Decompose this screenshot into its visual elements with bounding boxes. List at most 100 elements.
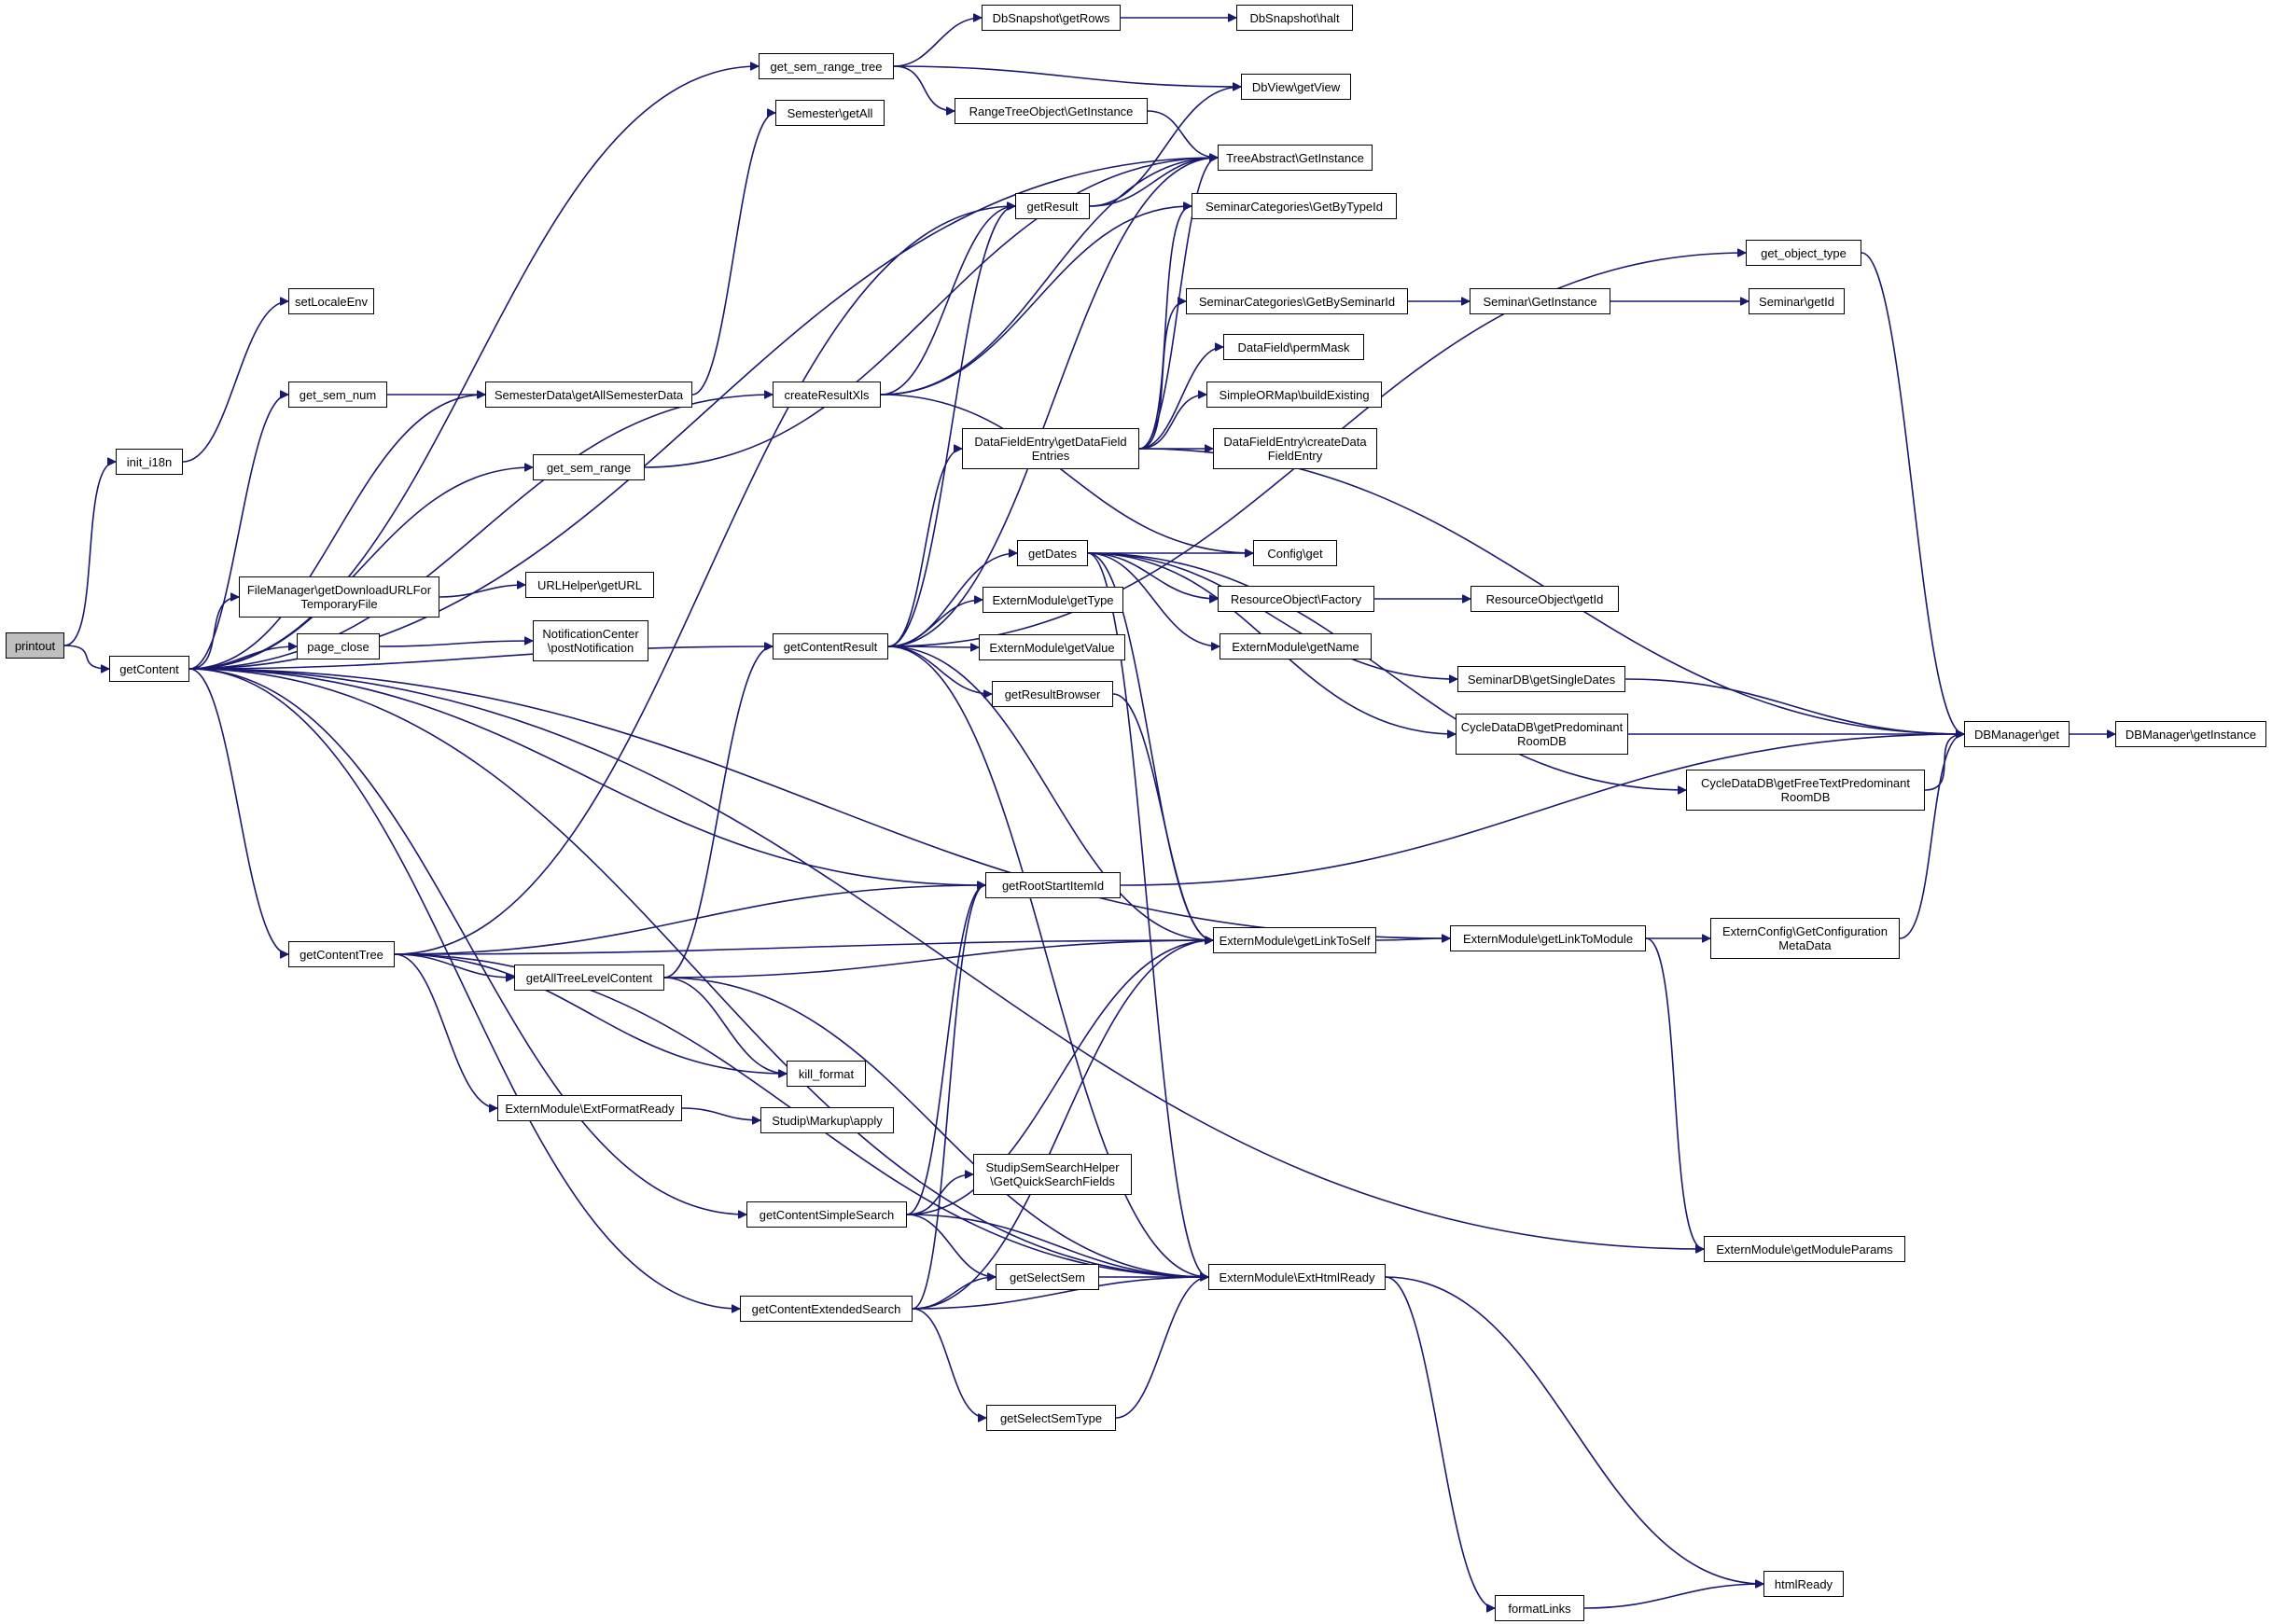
edge-getContentExtendedSearch-to-getRootStartItemId (912, 885, 986, 1310)
node-externmodule-getvalue[interactable]: ExternModule\getValue (979, 634, 1125, 660)
node-resourceobject-getid[interactable]: ResourceObject\getId (1471, 586, 1619, 612)
node-seminarcategories-getbyseminarid[interactable]: SeminarCategories\GetBySeminarId (1186, 288, 1408, 314)
node-datafieldentry-createdatafieldentry[interactable]: DataFieldEntry\createData FieldEntry (1213, 428, 1377, 469)
edge-RangeTreeObject-to-TreeAbstract (1147, 110, 1218, 158)
edge-getDates-to-SeminarDB (1087, 552, 1457, 679)
node-printout[interactable]: printout (6, 632, 64, 659)
node-urlhelper-geturl[interactable]: URLHelper\getURL (525, 572, 654, 598)
node-getcontentsimplesearch[interactable]: getContentSimpleSearch (746, 1201, 907, 1228)
edge-getResultBrowser-to-ExternModule_getLinkToSelf (1112, 693, 1214, 940)
node-createresultxls[interactable]: createResultXls (773, 382, 881, 408)
edge-getAllTreeLevelContent-to-kill_format (663, 977, 787, 1074)
node-getcontentextendedsearch[interactable]: getContentExtendedSearch (740, 1296, 913, 1322)
edge-ExternModule_getLinkToSelf-to-ExternModule_getLinkToModule (1375, 938, 1450, 940)
node-seminar-getid[interactable]: Seminar\getId (1749, 288, 1845, 314)
node-notificationcenter-postnotification[interactable]: NotificationCenter \postNotification (533, 620, 648, 661)
node-setlocaleenv[interactable]: setLocaleEnv (288, 288, 374, 314)
edge-getDates-to-CycleDataDB_getFree (1087, 552, 1686, 790)
edge-getContentSimpleSearch-to-getSelectSem (906, 1214, 996, 1277)
node-get-sem-range-tree[interactable]: get_sem_range_tree (759, 53, 894, 79)
edge-printout-to-getContent (63, 645, 109, 669)
edge-getDates-to-ExternModule_getName (1087, 552, 1220, 646)
edge-DataFieldEntry_getDataFieldEntries-to-DataField_permMask (1138, 347, 1224, 450)
node-filemanager-getdownloadurlfortemporaryfile[interactable]: FileManager\getDownloadURLFor TemporaryF… (239, 576, 439, 618)
edge-getAllTreeLevelContent-to-getContentResult (663, 646, 774, 979)
edge-getContent-to-createResultXls (188, 395, 773, 670)
edge-getContentExtendedSearch-to-ExternModule_ExtHtmlReady (912, 1277, 1208, 1310)
node-formatlinks[interactable]: formatLinks (1495, 1595, 1584, 1621)
node-simpleormap-buildexisting[interactable]: SimpleORMap\buildExisting (1206, 382, 1382, 408)
edge-formatLinks-to-htmlReady (1583, 1584, 1763, 1609)
node-kill-format[interactable]: kill_format (787, 1061, 866, 1087)
edge-DataFieldEntry_getDataFieldEntries-to-SeminarCategories_GetBySeminarId (1138, 301, 1187, 450)
node-init-i18n[interactable]: init_i18n (116, 449, 183, 475)
node-cycledatadb-getpredominantroomdb[interactable]: CycleDataDB\getPredominant RoomDB (1456, 714, 1628, 755)
edge-createResultXls-to-Config_get (880, 394, 1253, 553)
edge-getSelectSemType-to-ExternModule_ExtHtmlReady (1115, 1277, 1209, 1419)
edge-ExternModule_getLinkToModule-to-ExternModule_getModuleParams (1645, 937, 1705, 1249)
node-getselectsem[interactable]: getSelectSem (996, 1264, 1099, 1290)
node-getrootstartitemid[interactable]: getRootStartItemId (985, 872, 1121, 898)
node-externconfig-getconfigurationmetadata[interactable]: ExternConfig\GetConfiguration MetaData (1710, 918, 1900, 959)
node-htmlready[interactable]: htmlReady (1763, 1571, 1844, 1597)
node-cycledatadb-getfreetextpredominantroomdb[interactable]: CycleDataDB\getFreeTextPredominant RoomD… (1686, 770, 1925, 811)
node-getalltreelevelcontent[interactable]: getAllTreeLevelContent (514, 965, 664, 991)
node-externmodule-getlinktoself[interactable]: ExternModule\getLinkToSelf (1213, 927, 1376, 953)
edge-getContentResult-to-ExternModule_getType (887, 600, 983, 647)
node-get-sem-num[interactable]: get_sem_num (288, 382, 387, 408)
node-getresultbrowser[interactable]: getResultBrowser (992, 681, 1113, 707)
edge-getContent-to-getContentTree (188, 668, 289, 954)
node-getcontentresult[interactable]: getContentResult (773, 633, 888, 659)
node-semesterdata-getallsemesterdata[interactable]: SemesterData\getAllSemesterData (485, 382, 692, 408)
node-externmodule-getname[interactable]: ExternModule\getName (1220, 633, 1372, 659)
edge-getContent-to-FileManager (188, 597, 239, 670)
node-studipsemsearchhelper-getquicksearchfields[interactable]: StudipSemSearchHelper \GetQuickSearchFie… (973, 1154, 1132, 1195)
node-getresult[interactable]: getResult (1015, 193, 1090, 219)
node-seminarcategories-getbytypeid[interactable]: SeminarCategories\GetByTypeId (1192, 193, 1397, 219)
node-getcontent[interactable]: getContent (109, 656, 189, 682)
edge-SemesterData_getAll-to-Semester_getAll (691, 113, 776, 396)
node-externmodule-getmoduleparams[interactable]: ExternModule\getModuleParams (1704, 1236, 1905, 1262)
node-dbsnapshot-halt[interactable]: DbSnapshot\halt (1236, 5, 1353, 31)
node-seminar-getinstance[interactable]: Seminar\GetInstance (1470, 288, 1610, 314)
node-semester-getall[interactable]: Semester\getAll (775, 100, 885, 126)
edge-getContentTree-to-ExternModule_getLinkToSelf (394, 940, 1213, 955)
node-externmodule-exthtmlready[interactable]: ExternModule\ExtHtmlReady (1208, 1264, 1386, 1290)
node-treeabstract-getinstance[interactable]: TreeAbstract\GetInstance (1218, 145, 1373, 171)
edge-ExternConfig-to-DBManager_get (1899, 734, 1965, 939)
node-get-object-type[interactable]: get_object_type (1746, 240, 1861, 266)
node-rangetreeobject-getinstance[interactable]: RangeTreeObject\GetInstance (955, 98, 1148, 124)
node-dbmanager-get[interactable]: DBManager\get (1964, 721, 2070, 747)
edge-get_sem_range_tree-to-RangeTreeObject (893, 65, 955, 111)
edge-SeminarDB-to-DBManager_get (1624, 678, 1964, 734)
edge-getContent-to-get_sem_range_tree (188, 66, 759, 670)
node-get-sem-range[interactable]: get_sem_range (533, 454, 645, 480)
node-dbmanager-getinstance[interactable]: DBManager\getInstance (2115, 721, 2266, 747)
node-externmodule-extformatready[interactable]: ExternModule\ExtFormatReady (497, 1095, 682, 1121)
node-externmodule-getlinktomodule[interactable]: ExternModule\getLinkToModule (1450, 925, 1646, 951)
edge-createResultXls-to-SeminarCategories_GetByTypeId (880, 206, 1192, 396)
edge-ExternModule_ExtFormatReady-to-Studip_Markup (681, 1107, 760, 1120)
node-config-get[interactable]: Config\get (1253, 540, 1337, 566)
node-studip-markup-apply[interactable]: Studip\Markup\apply (760, 1107, 894, 1133)
edge-ExternModule_ExtHtmlReady-to-formatLinks (1385, 1276, 1496, 1608)
node-getcontenttree[interactable]: getContentTree (288, 941, 395, 967)
node-datafield-permmask[interactable]: DataField\permMask (1223, 334, 1364, 360)
edge-DataFieldEntry_getDataFieldEntries-to-SeminarCategories_GetByTypeId (1138, 206, 1192, 450)
node-externmodule-gettype[interactable]: ExternModule\getType (983, 587, 1123, 613)
node-getselectsemtype[interactable]: getSelectSemType (986, 1405, 1116, 1431)
edge-getContentResult-to-getResult (887, 206, 1016, 647)
node-resourceobject-factory[interactable]: ResourceObject\Factory (1218, 586, 1374, 612)
edge-getContentExtendedSearch-to-ExternModule_getLinkToSelf (912, 940, 1213, 1310)
edge-getContent-to-get_sem_num (188, 395, 289, 670)
node-dbview-getview[interactable]: DbView\getView (1241, 74, 1351, 100)
node-datafieldentry-getdatafieldentries[interactable]: DataFieldEntry\getDataField Entries (962, 428, 1139, 469)
edge-printout-to-init_i18n (63, 462, 117, 646)
node-dbsnapshot-getrows[interactable]: DbSnapshot\getRows (982, 5, 1121, 31)
edge-getContentResult-to-ExternModule_getLinkToSelf (887, 645, 1213, 940)
edge-page_close-to-NotificationCenter (379, 641, 533, 647)
node-getdates[interactable]: getDates (1017, 540, 1088, 566)
node-page-close[interactable]: page_close (297, 633, 380, 659)
node-seminardb-getsingledates[interactable]: SeminarDB\getSingleDates (1457, 666, 1625, 692)
